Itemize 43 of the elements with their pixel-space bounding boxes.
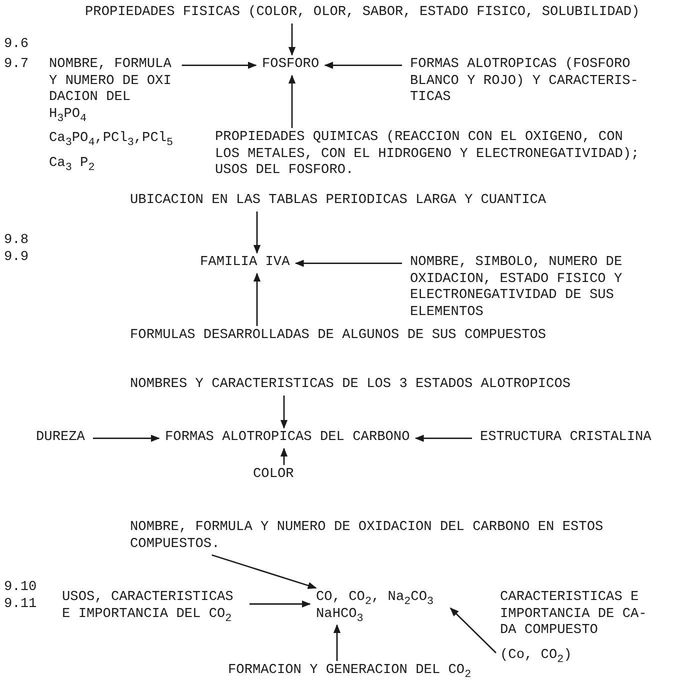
concept-text: PROPIEDADES QUIMICAS (REACCION CON EL OXIGENO, CON LOS METALES, CON EL HIDROGENO Y ELECTRONEGATIVIDAD); USOS DEL FOSFORO. <box>215 130 640 180</box>
section-number: 9.6 <box>4 37 28 54</box>
arrow <box>288 74 296 128</box>
arrow <box>212 554 317 589</box>
concept-text: NOMBRE, SIMBOLO, NUMERO DE OXIDACION, ESTADO FISICO Y ELECTRONEGATIVIDAD DE SUS ELEMENTOS <box>410 255 624 321</box>
concept-text: PROPIEDADES FISICAS (COLOR, OLOR, SABOR, ESTADO FISICO, SOLUBILIDAD) <box>85 5 640 22</box>
concept-text: NOMBRE, FORMULA Y NUMERO DE OXIDACION DEL CARBONO EN ESTOS COMPUESTOS. <box>130 520 604 553</box>
concept-text: Ca$_{3}$PO$_{4}$,PCl$_{3}$,PCl$_{5}$ <box>49 131 174 148</box>
concept-text: FOSFORO <box>262 57 320 74</box>
concept-text: Ca$_{3}$ P$_{2}$ <box>49 156 96 172</box>
section-number: 9.9 <box>4 250 28 266</box>
concept-text: ESTRUCTURA CRISTALINA <box>480 430 652 446</box>
section-number: 9.8 <box>4 233 28 250</box>
arrow <box>182 62 257 69</box>
concept-text: NOMBRE, FORMULA Y NUMERO DE OXI DACION DEL H$_{3}$PO$_{4}$ <box>49 57 172 123</box>
arrow <box>250 600 311 608</box>
concept-text: USOS, CARACTERISTICAS E IMPORTANCIA DEL CO$_{2}$ <box>62 590 234 623</box>
concept-text: FORMULAS DESARROLLADAS DE ALGUNOS DE SUS COMPUESTOS <box>130 328 546 344</box>
arrow <box>93 434 160 442</box>
concept-text: (Co, CO$_{2}$) <box>500 648 573 664</box>
concept-text: COLOR <box>253 467 294 484</box>
concept-text: FORMACION Y GENERACION DEL CO$_{2}$ <box>228 663 472 680</box>
arrow <box>280 448 288 465</box>
concept-text: NOMBRES Y CARACTERISTICAS DE LOS 3 ESTADOS ALOTROPICOS <box>130 377 571 394</box>
arrow <box>450 607 496 654</box>
arrow <box>414 434 472 442</box>
arrow <box>280 396 288 429</box>
arrow <box>294 260 402 267</box>
concept-text: FAMILIA IVA <box>200 255 290 272</box>
concept-text: DUREZA <box>36 430 85 446</box>
section-number: 9.11 <box>4 597 37 614</box>
concept-text: FORMAS ALOTROPICAS (FOSFORO BLANCO Y ROJO) Y CARACTERIS- TICAS <box>410 57 640 106</box>
concept-text: UBICACION EN LAS TABLAS PERIODICAS LARGA Y CUANTICA <box>130 193 546 210</box>
arrow <box>253 272 261 326</box>
concept-text: CO, CO$_{2}$, Na$_{2}$CO$_{3}$ NaHCO$_{3}$ <box>316 590 435 623</box>
section-number: 9.7 <box>4 57 28 74</box>
arrow <box>253 212 261 254</box>
concept-text: FORMAS ALOTROPICAS DEL CARBONO <box>165 430 410 446</box>
arrow <box>324 62 402 69</box>
arrow <box>333 624 341 661</box>
concept-text: CARACTERISTICAS E IMPORTANCIA DE CA- DA COMPUESTO <box>500 590 648 640</box>
section-number: 9.10 <box>4 580 37 596</box>
arrow <box>288 24 296 56</box>
